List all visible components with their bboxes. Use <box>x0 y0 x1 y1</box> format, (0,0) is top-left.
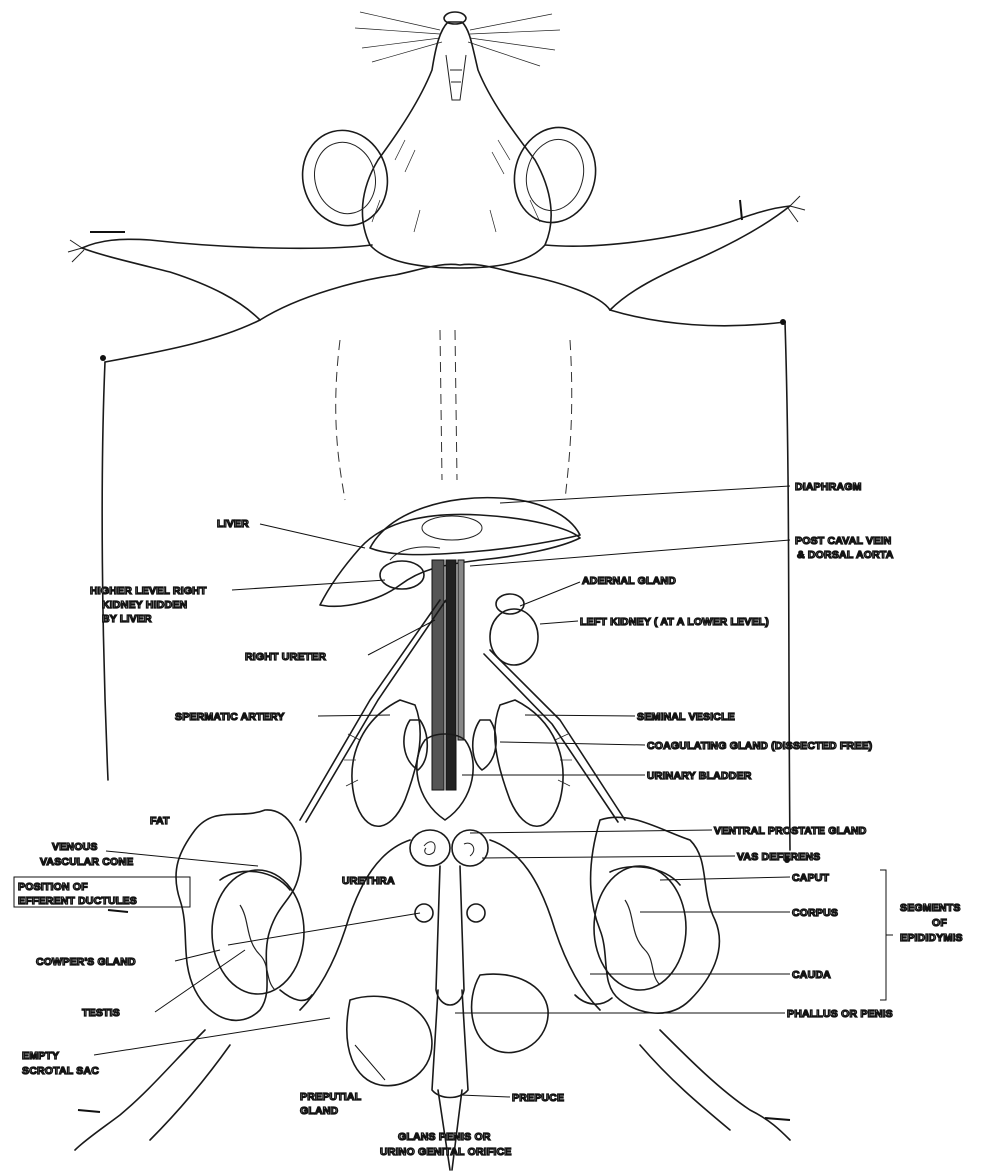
testis-right <box>594 866 686 990</box>
label-adrenal: ADERNAL GLAND <box>582 575 676 587</box>
label-seminal-vesicle: SEMINAL VESICLE <box>637 711 735 723</box>
label-urinary-bladder: URINARY BLADDER <box>647 770 752 782</box>
label-preputial-1: PREPUTIAL <box>300 1091 362 1103</box>
label-post-caval-2: & DORSAL AORTA <box>797 549 894 561</box>
preputial-glands <box>347 974 548 1086</box>
label-segments-1: SEGMENTS <box>900 902 961 914</box>
right-ear <box>504 118 606 231</box>
label-urethra: URETHRA <box>342 875 395 887</box>
label-venous-2: VASCULAR CONE <box>40 856 133 868</box>
urinary-bladder <box>417 734 473 820</box>
label-preputial-2: GLAND <box>300 1105 339 1117</box>
label-empty-1: EMPTY <box>22 1050 59 1062</box>
ventral-prostate <box>410 830 488 866</box>
label-glans-1: GLANS PENIS OR <box>398 1131 491 1143</box>
testis-left <box>212 870 304 994</box>
label-venous-1: VENOUS <box>52 841 98 853</box>
label-position-2: EFFERENT DUCTULES <box>18 895 137 907</box>
fat-right <box>591 817 720 1013</box>
label-glans-2: URINO GENITAL ORIFICE <box>380 1146 512 1158</box>
left-kidney <box>490 594 538 665</box>
label-liver: LIVER <box>217 518 249 530</box>
label-position-1: POSITION OF <box>18 881 88 893</box>
label-fat: FAT <box>150 815 170 827</box>
label-coagulating-gland: COAGULATING GLAND (DISSECTED FREE) <box>647 740 872 752</box>
label-phallus: PHALLUS OR PENIS <box>787 1008 893 1020</box>
body-wall-dashed <box>336 330 572 500</box>
label-left-kidney: LEFT KIDNEY ( AT A LOWER LEVEL) <box>580 616 769 628</box>
label-segments-3: EPIDIDYMIS <box>900 932 963 944</box>
label-higher-kidney-2: KIDNEY HIDDEN <box>102 599 187 611</box>
label-diaphragm: DIAPHRAGM <box>795 481 862 493</box>
label-corpus: CORPUS <box>792 907 838 919</box>
urethra <box>415 866 485 1005</box>
label-higher-kidney-3: BY LIVER <box>102 613 152 625</box>
label-spermatic-artery: SPERMATIC ARTERY <box>175 711 285 723</box>
label-vas-deferens: VAS DEFERENS <box>737 851 820 863</box>
left-ear <box>292 121 398 235</box>
label-testis: TESTIS <box>82 1007 120 1019</box>
diaphragm <box>370 498 580 555</box>
label-post-caval-1: POST CAVAL VEIN <box>795 535 891 547</box>
post-caval-vein-aorta <box>432 560 464 790</box>
label-ventral-prostate: VENTRAL PROSTATE GLAND <box>714 825 867 837</box>
label-segments-2: OF <box>932 917 947 929</box>
label-cauda: CAUDA <box>792 969 831 981</box>
label-cowpers: COWPER'S GLAND <box>36 956 136 968</box>
phallus <box>432 990 468 1170</box>
label-higher-kidney-1: HIGHER LEVEL RIGHT <box>90 585 207 597</box>
forelimbs <box>68 196 805 320</box>
label-right-ureter: RIGHT URETER <box>245 651 326 663</box>
label-empty-2: SCROTAL SAC <box>22 1065 99 1077</box>
labels: DIAPHRAGM LIVER POST CAVAL VEIN & DORSAL… <box>18 481 963 1158</box>
label-caput: CAPUT <box>792 872 830 884</box>
label-prepuce: PREPUCE <box>512 1092 564 1104</box>
